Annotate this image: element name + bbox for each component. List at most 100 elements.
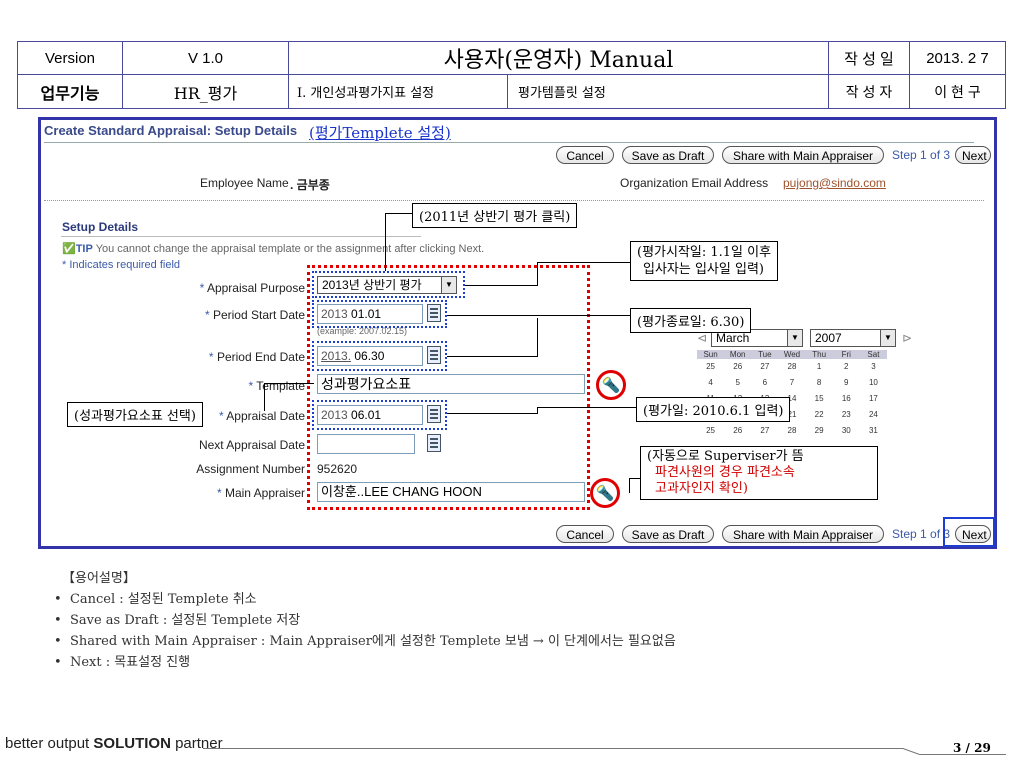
- next-button-top[interactable]: Next: [955, 146, 991, 164]
- calendar-day[interactable]: 14: [787, 394, 797, 403]
- tip-check-icon: ✅: [62, 243, 76, 255]
- calendar-day[interactable]: 30: [841, 426, 851, 435]
- calendar-day[interactable]: 26: [733, 426, 743, 435]
- prev-month-icon[interactable]: ⊲: [697, 331, 708, 345]
- appraisal-purpose-label: * Appraisal Purpose: [199, 281, 305, 295]
- next-appraisal-date-input[interactable]: [317, 434, 415, 454]
- app-screenshot-frame: [38, 117, 997, 549]
- calendar-day[interactable]: 29: [814, 426, 824, 435]
- callout-start-date: (평가시작일: 1.1일 이후 입사자는 입사일 입력): [630, 241, 779, 281]
- cancel-button-bottom[interactable]: Cancel: [556, 525, 614, 543]
- calendar-day[interactable]: 22: [814, 410, 824, 419]
- calendar-week: 25 26 27 28 1 2 3: [697, 359, 887, 375]
- calendar-day[interactable]: 10: [868, 378, 878, 387]
- page-title: Create Standard Appraisal: Setup Details: [44, 123, 298, 138]
- calendar-day[interactable]: 31: [868, 426, 878, 435]
- section-title: Setup Details: [62, 220, 139, 234]
- end-focus-box: [312, 341, 447, 371]
- calendar-day[interactable]: 2: [844, 362, 849, 371]
- employee-name-label: Employee Name: [200, 176, 289, 190]
- calendar-day[interactable]: 28: [787, 362, 797, 371]
- note-item: • Shared with Main Appraiser : Main Appr…: [54, 634, 676, 649]
- connector: [629, 478, 630, 493]
- month-select[interactable]: March▼: [711, 329, 803, 347]
- next-highlight-box: [943, 517, 995, 547]
- period-end-label: * Period End Date: [208, 350, 305, 364]
- calendar-day[interactable]: 26: [733, 362, 743, 371]
- calendar-icon-end[interactable]: [427, 346, 441, 364]
- calendar-day[interactable]: 5: [735, 378, 740, 387]
- share-button-bottom[interactable]: Share with Main Appraiser: [722, 525, 884, 543]
- search-torch-icon-appraiser[interactable]: 🔦: [590, 478, 620, 508]
- calendar-day[interactable]: 4: [708, 378, 713, 387]
- calendar-day[interactable]: 16: [841, 394, 851, 403]
- calendar-week: 4 5 6 7 8 9 10: [697, 375, 887, 391]
- calendar-day[interactable]: 25: [706, 362, 716, 371]
- calendar-icon-start[interactable]: [427, 304, 441, 322]
- section-underline: [61, 236, 421, 237]
- cancel-button-top[interactable]: Cancel: [556, 146, 614, 164]
- terminology-notes: 【용어설명】 • Cancel : 설정된 Templete 취소 • Save…: [54, 568, 676, 673]
- step-indicator-bottom: Step 1 of 3: [892, 527, 951, 541]
- calendar-icon-appraisal[interactable]: [427, 405, 441, 423]
- next-month-icon[interactable]: ⊳: [902, 331, 913, 345]
- next-button-bottom[interactable]: Next: [955, 525, 991, 543]
- step-indicator-top: Step 1 of 3: [892, 148, 951, 162]
- calendar-day[interactable]: 27: [760, 426, 770, 435]
- org-email-link[interactable]: pujong@sindo.com: [783, 176, 886, 190]
- connector: [385, 213, 412, 214]
- period-start-input[interactable]: 2013 01.01: [317, 304, 423, 324]
- calendar-day[interactable]: 17: [868, 394, 878, 403]
- connector: [447, 315, 630, 316]
- calendar-day[interactable]: 9: [844, 378, 849, 387]
- calendar-day[interactable]: 28: [787, 426, 797, 435]
- weekday: Thu: [812, 350, 827, 359]
- callout-appraisal-date: (평가일: 2010.6.1 입력): [636, 397, 791, 422]
- callout-line: (자동으로 Superviser가 뜸: [647, 449, 804, 464]
- version-value: V 1.0: [122, 41, 289, 75]
- main-appraiser-input[interactable]: 이창훈..LEE CHANG HOON: [317, 482, 585, 502]
- connector: [537, 262, 538, 286]
- search-torch-icon-template[interactable]: 🔦: [596, 370, 626, 400]
- notes-heading: 【용어설명】: [62, 571, 136, 586]
- section-name: Ⅰ. 개인성과평가지표 설정: [288, 74, 508, 109]
- document-title: 사용자(운영자) Manual: [288, 41, 829, 75]
- connector: [385, 213, 386, 271]
- connector: [629, 478, 640, 479]
- org-email-label: Organization Email Address: [620, 176, 769, 190]
- callout-line: 고과자인지 확인): [655, 481, 748, 496]
- function-value: HR_평가: [122, 74, 289, 109]
- calendar-day[interactable]: 24: [868, 410, 878, 419]
- calendar-day[interactable]: 15: [814, 394, 824, 403]
- calendar-day[interactable]: 1: [816, 362, 822, 371]
- highlight-region: [307, 265, 590, 510]
- calendar-day[interactable]: 7: [789, 378, 795, 387]
- weekday: Mon: [729, 350, 746, 359]
- callout-purpose: (2011년 상반기 평가 클릭): [412, 203, 578, 228]
- calendar-icon-next[interactable]: [427, 434, 441, 452]
- calendar-day[interactable]: 25: [706, 426, 716, 435]
- appraisal-date-input[interactable]: 2013 06.01: [317, 405, 423, 425]
- calendar-day[interactable]: 6: [762, 378, 768, 387]
- employee-name-value: . 금부종: [290, 178, 330, 192]
- template-input[interactable]: 성과평가요소표: [317, 374, 585, 394]
- calendar-day[interactable]: 27: [760, 362, 770, 371]
- function-label: 업무기능: [17, 74, 123, 109]
- share-button-top[interactable]: Share with Main Appraiser: [722, 146, 884, 164]
- year-select[interactable]: 2007▼: [810, 329, 896, 347]
- calendar-day[interactable]: 21: [787, 410, 797, 419]
- note-item: • Next : 목표설정 진행: [54, 655, 191, 670]
- connector: [537, 407, 636, 408]
- tip-line: ✅TIP You cannot change the appraisal tem…: [62, 243, 485, 255]
- appraisal-purpose-select[interactable]: 2013년 상반기 평가▼: [317, 276, 457, 294]
- connector: [447, 413, 537, 414]
- calendar-day[interactable]: 8: [816, 378, 822, 387]
- calendar-week: 25 26 27 28 29 30 31: [697, 423, 887, 439]
- connector: [537, 262, 630, 263]
- period-end-input[interactable]: 2013. 06.30: [317, 346, 423, 366]
- calendar-day[interactable]: 23: [841, 410, 851, 419]
- save-draft-button-bottom[interactable]: Save as Draft: [622, 525, 714, 543]
- save-draft-button-top[interactable]: Save as Draft: [622, 146, 714, 164]
- calendar-day[interactable]: 3: [871, 362, 876, 371]
- connector: [537, 318, 538, 357]
